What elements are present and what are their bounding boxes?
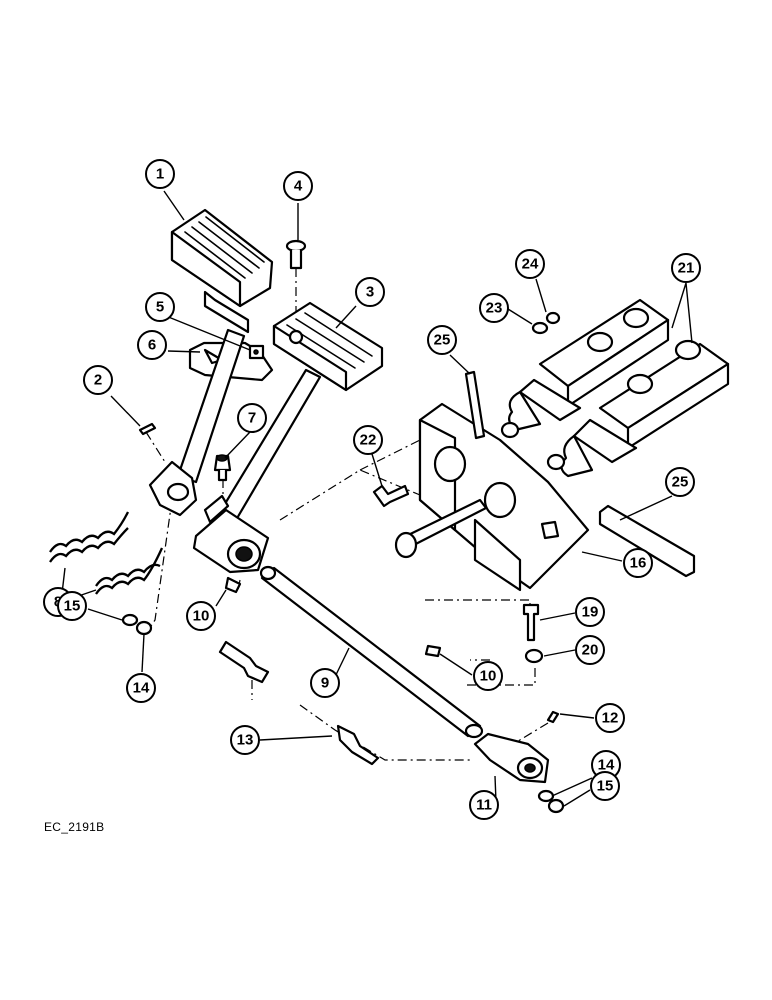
svg-text:22: 22 (360, 432, 377, 449)
callout-15a: 15 (57, 591, 87, 621)
callout-4: 4 (283, 171, 313, 201)
svg-text:14: 14 (598, 757, 615, 774)
master-cylinder-bracket (394, 402, 590, 592)
callout-15b: 15 (590, 771, 620, 801)
callout-10a: 10 (186, 601, 216, 631)
callout-14a: 14 (126, 673, 156, 703)
callout-12: 12 (595, 703, 625, 733)
roll-pin-right (546, 710, 560, 724)
svg-text:4: 4 (294, 178, 303, 195)
washers-nuts (121, 613, 565, 814)
callout-9: 9 (310, 668, 340, 698)
return-springs (49, 511, 164, 595)
cross-shaft (259, 565, 484, 739)
shaft-lever (473, 732, 550, 784)
svg-text:11: 11 (476, 797, 492, 814)
svg-text:13: 13 (237, 732, 254, 749)
callout-20: 20 (575, 635, 605, 665)
svg-text:10: 10 (480, 668, 497, 685)
pedal-arms (148, 328, 322, 574)
callout-10b: 10 (473, 661, 503, 691)
callout-24: 24 (515, 249, 545, 279)
callout-13: 13 (230, 725, 260, 755)
svg-text:25: 25 (434, 332, 451, 349)
svg-text:6: 6 (148, 337, 156, 354)
svg-text:20: 20 (582, 642, 599, 659)
woodruff-keys (224, 576, 442, 658)
callout-14b: 14 (591, 750, 621, 780)
svg-text:25: 25 (672, 474, 689, 491)
clevis-pin (285, 239, 307, 270)
svg-text:21: 21 (678, 260, 695, 277)
callout-7: 7 (237, 403, 267, 433)
svg-text:19: 19 (582, 604, 599, 621)
pedal-pad-left (170, 208, 274, 334)
callout-3: 3 (355, 277, 385, 307)
leader-lines (60, 190, 693, 807)
callout-16: 16 (623, 548, 653, 578)
callout-1: 1 (145, 159, 175, 189)
callout-23: 23 (479, 293, 509, 323)
svg-text:9: 9 (321, 675, 329, 692)
callout-22: 22 (353, 425, 383, 455)
svg-text:3: 3 (366, 284, 374, 301)
roll-pin (138, 422, 157, 436)
figure-reference-code: EC_2191B (44, 820, 105, 834)
callout-5: 5 (145, 292, 175, 322)
svg-text:16: 16 (630, 555, 647, 572)
callouts: 1 2 3 4 5 6 7 8 9 10 10 11 12 13 14 14 1… (43, 159, 701, 820)
svg-text:5: 5 (156, 299, 164, 316)
svg-text:23: 23 (486, 300, 503, 317)
callout-21: 21 (671, 253, 701, 283)
svg-text:15: 15 (597, 778, 614, 795)
callout-19: 19 (575, 597, 605, 627)
svg-text:14: 14 (133, 680, 150, 697)
callout-11: 11 (469, 790, 499, 820)
svg-text:24: 24 (522, 256, 539, 273)
cylinder-nuts (531, 311, 561, 335)
svg-text:1: 1 (156, 166, 164, 183)
callout-6: 6 (137, 330, 167, 360)
svg-text:7: 7 (248, 410, 256, 427)
grease-fitting (213, 454, 232, 482)
shims (464, 370, 696, 578)
svg-text:10: 10 (193, 608, 210, 625)
pedal-pad-right (272, 301, 384, 392)
master-cylinders (500, 298, 730, 478)
bracket-bolts (372, 484, 544, 664)
callout-2: 2 (83, 365, 113, 395)
callout-25a: 25 (427, 325, 457, 355)
callout-25b: 25 (665, 467, 695, 497)
svg-text:12: 12 (602, 710, 619, 727)
adjusting-bolts (218, 640, 380, 766)
svg-text:15: 15 (64, 598, 81, 615)
svg-text:2: 2 (94, 372, 102, 389)
